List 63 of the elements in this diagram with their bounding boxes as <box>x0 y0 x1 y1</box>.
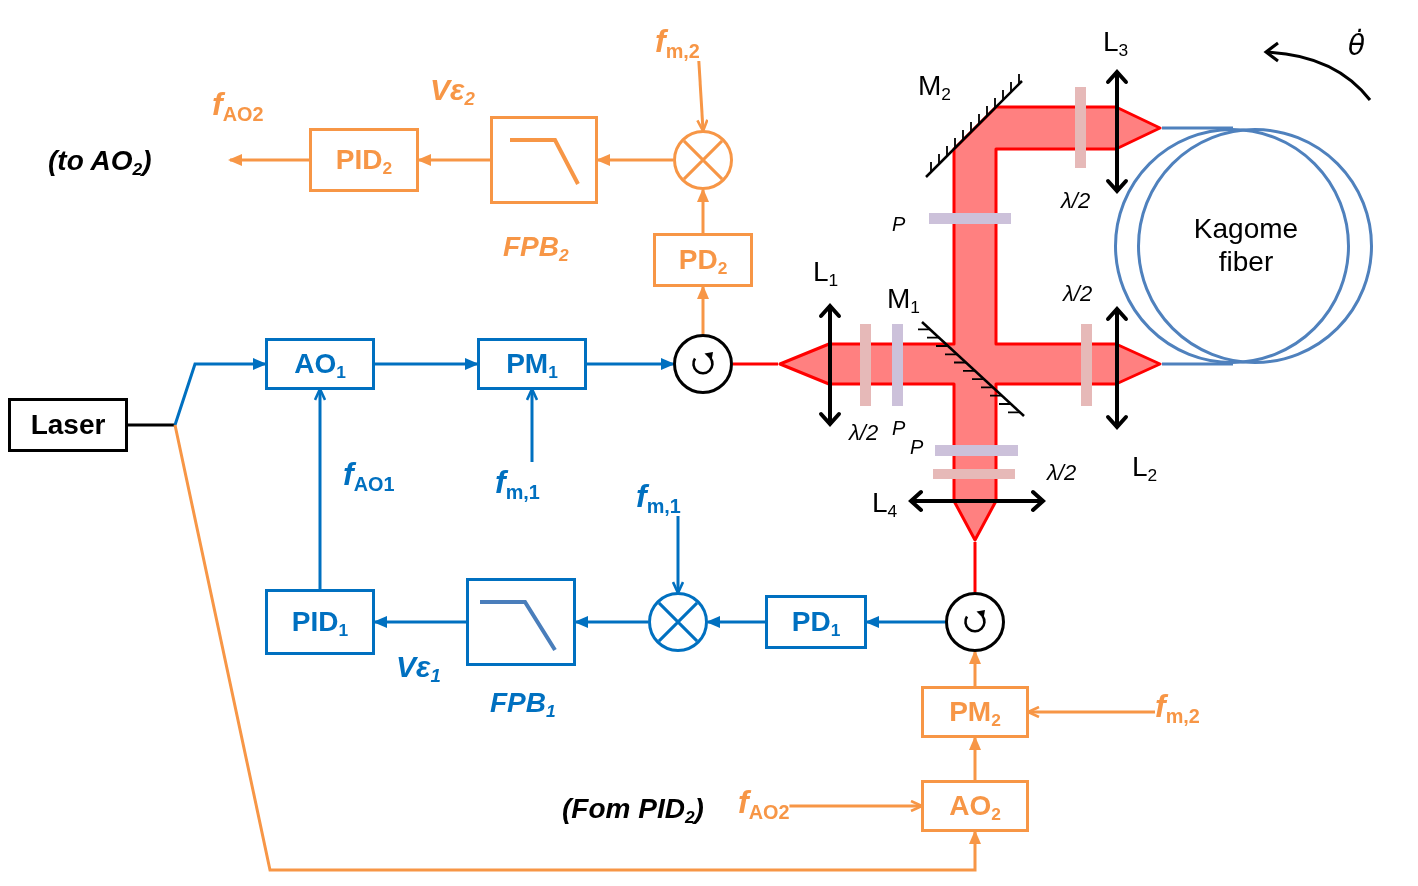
component-label: λ/2 <box>1047 459 1077 487</box>
signal-label: f$_{AO1}$ <box>343 455 395 496</box>
arrow <box>865 616 945 628</box>
component-box: PD$_{2}$ <box>653 233 753 287</box>
component-box: Laser <box>8 398 128 452</box>
arrow <box>173 358 267 426</box>
signal-label: f$_{m,1}$ <box>495 462 540 502</box>
component-label: FPB$_{1}$ <box>490 686 556 722</box>
arrow <box>706 616 765 628</box>
arrow <box>697 285 709 334</box>
component-box: AO$_{2}$ <box>921 780 1029 832</box>
signal-label: f$_{AO2}$ <box>738 782 790 822</box>
arrow <box>697 188 709 233</box>
component-label: λ/2 <box>849 419 879 447</box>
fiber-label: Kagome fiber <box>1192 212 1300 279</box>
component-label: P <box>892 416 906 441</box>
note-text: (Fom PID$_{2}$) <box>562 792 704 828</box>
note-text: (to AO$_{2}$) <box>48 144 152 180</box>
arrow <box>417 154 490 166</box>
component-box: PM$_{1}$ <box>477 338 587 390</box>
component-label: L$_{4}$ <box>872 486 898 522</box>
arrow <box>373 616 466 628</box>
arrow <box>574 616 648 628</box>
signal-label: f$_{AO2}$ <box>212 85 264 126</box>
arrow <box>228 154 309 166</box>
signal-label: f$_{m,2}$ <box>655 21 700 61</box>
component-label: λ/2 <box>1063 280 1093 308</box>
laser-beam <box>778 105 1162 542</box>
component-label: L$_{2}$ <box>1132 450 1158 486</box>
component-box: PID$_{1}$ <box>265 589 375 655</box>
arrow <box>596 154 673 166</box>
component-label: M$_{2}$ <box>918 69 951 105</box>
connector-line <box>1162 362 1233 366</box>
component-label: P <box>910 435 924 460</box>
connector-line <box>733 362 778 366</box>
component-box: PM$_{2}$ <box>921 686 1029 738</box>
circulator-symbol <box>673 334 733 394</box>
rotation-label: θ̇ <box>1348 27 1367 64</box>
component-label: P <box>892 212 906 237</box>
signal-label: f$_{m,1}$ <box>636 476 681 516</box>
arrow <box>173 424 981 872</box>
arrow <box>375 358 479 370</box>
component-label: L$_{3}$ <box>1103 25 1129 61</box>
arrow <box>969 736 981 780</box>
filter-box <box>490 116 598 204</box>
fiber-coil <box>1114 128 1373 364</box>
component-label: L$_{1}$ <box>813 255 839 291</box>
component-box: PID$_{2}$ <box>309 128 419 192</box>
component-label: λ/2 <box>1061 187 1091 215</box>
signal-label: f$_{m,2}$ <box>1155 686 1200 726</box>
connector-line <box>973 542 977 592</box>
component-label: M$_{1}$ <box>887 282 920 318</box>
component-label: FPB$_{2}$ <box>503 230 569 266</box>
circulator-symbol <box>945 592 1005 652</box>
component-box: PD$_{1}$ <box>765 595 867 649</box>
signal-label: Vε$_{1}$ <box>396 649 441 686</box>
signal-label: Vε$_{2}$ <box>430 72 475 109</box>
arrow <box>587 358 675 370</box>
component-box: AO$_{1}$ <box>265 338 375 390</box>
arrow <box>969 650 981 686</box>
connector-line <box>128 423 175 427</box>
connector-line <box>1162 126 1233 130</box>
filter-box <box>466 578 576 666</box>
